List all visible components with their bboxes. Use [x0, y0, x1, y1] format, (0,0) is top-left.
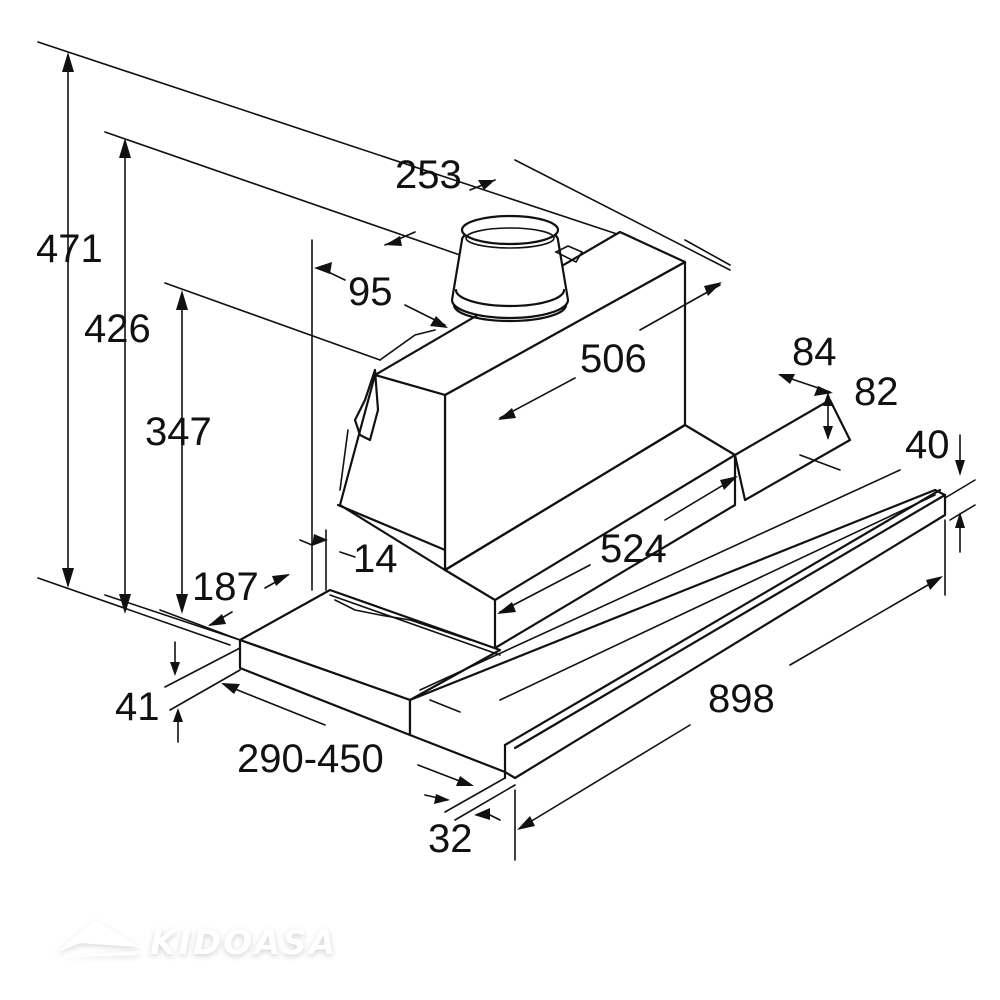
dim-95: 95	[348, 270, 393, 314]
dim-14: 14	[353, 537, 398, 581]
dimension-labels: 471 426 347 253 95 506 84 82 40 524 14 1…	[36, 153, 950, 861]
dim-41: 41	[115, 685, 160, 729]
dim-253: 253	[395, 153, 462, 197]
telescopic-tray	[238, 398, 947, 780]
dim-82: 82	[854, 370, 899, 414]
dim-506: 506	[580, 337, 647, 381]
dim-32: 32	[428, 817, 473, 861]
dim-84: 84	[792, 330, 837, 374]
dim-40: 40	[905, 423, 950, 467]
kidoasa-logo-icon	[55, 920, 140, 957]
dim-471: 471	[36, 227, 103, 271]
dim-426: 426	[84, 307, 151, 351]
dim-898: 898	[708, 677, 775, 721]
dim-347: 347	[145, 410, 212, 454]
side-clip	[339, 329, 436, 491]
dim-290-450: 290-450	[237, 737, 384, 781]
extension-lines	[37, 41, 731, 646]
duct-collar	[450, 214, 584, 323]
watermark-text: KIDOASA	[150, 923, 338, 963]
dim-524: 524	[600, 527, 667, 571]
dimension-lines	[62, 52, 976, 861]
dim-187: 187	[192, 565, 259, 609]
